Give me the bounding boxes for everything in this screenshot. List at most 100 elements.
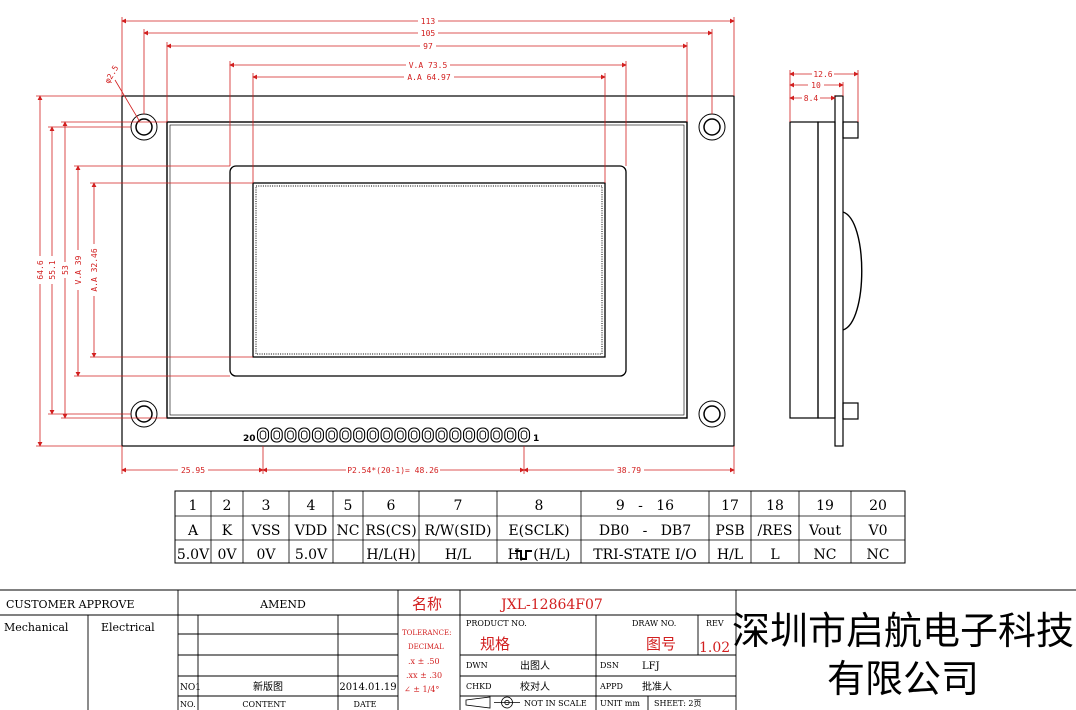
pin-level: 0V bbox=[256, 547, 276, 563]
dim-overall-height: 64.6 bbox=[36, 260, 45, 279]
name-label: 名称 bbox=[412, 595, 442, 613]
mounting-hole-bottom-left bbox=[130, 400, 158, 428]
mounting-hole-top-left bbox=[130, 113, 158, 141]
tolerance-label: TOLERANCE: bbox=[402, 629, 451, 637]
title-block-text: CUSTOMER APPROVE Mechanical Electrical A… bbox=[4, 595, 1074, 709]
dim-pin-pitch: P2.54*(20-1)= 48.26 bbox=[347, 466, 439, 475]
pin bbox=[394, 427, 407, 443]
projection-symbol bbox=[465, 696, 520, 709]
pin-number: 9 - 16 bbox=[616, 498, 674, 514]
pin-name: VDD bbox=[294, 523, 328, 539]
pin bbox=[476, 427, 489, 443]
dim-overall-width: 113 bbox=[421, 17, 436, 26]
pin-level: L bbox=[770, 547, 779, 563]
active-area-dots bbox=[255, 185, 603, 355]
pin-number: 18 bbox=[766, 498, 784, 514]
pin-number: 17 bbox=[721, 498, 739, 514]
pin-level: H, (H/L) bbox=[508, 547, 571, 563]
company-name-line2: 有限公司 bbox=[827, 657, 979, 701]
front-view: 20 1 bbox=[121, 95, 735, 447]
bezel-inner-line bbox=[169, 124, 685, 416]
pin-name: NC bbox=[337, 523, 360, 539]
pin bbox=[339, 427, 352, 443]
pin bbox=[298, 427, 311, 443]
bezel-outline bbox=[166, 121, 688, 419]
dim-va-width: V.A 73.5 bbox=[409, 61, 448, 70]
pin bbox=[380, 427, 393, 443]
pin bbox=[421, 427, 434, 443]
pin-level: NC bbox=[814, 547, 837, 563]
pin-level: 5.0V bbox=[295, 547, 328, 563]
pulse-waveform-icon bbox=[515, 550, 532, 560]
pin bbox=[449, 427, 462, 443]
dim-side-body: 8.4 bbox=[804, 94, 819, 103]
pin-number: 1 bbox=[189, 498, 198, 514]
mounting-hole-top-right bbox=[698, 113, 726, 141]
mechanical-label: Mechanical bbox=[4, 621, 69, 634]
dimension-labels: 113 105 97 V.A 73.5 A.A 64.97 φ2.5 64.6 … bbox=[35, 16, 644, 475]
pin-name: VSS bbox=[250, 523, 280, 539]
dim-hole-pitch-y: 55.1 bbox=[48, 260, 57, 279]
pin-number: 4 bbox=[307, 498, 316, 514]
pin bbox=[463, 427, 476, 443]
drawing-no-value: 图号 bbox=[646, 635, 676, 653]
pin-level: 0V bbox=[217, 547, 237, 563]
appd-label: APPD bbox=[599, 682, 623, 691]
pin-name: A bbox=[187, 523, 199, 539]
not-in-scale-label: NOT IN SCALE bbox=[524, 699, 587, 708]
pin-name: K bbox=[222, 523, 233, 539]
approver-value: 批准人 bbox=[642, 680, 672, 693]
pin bbox=[408, 427, 421, 443]
dim-va-height: V.A 39 bbox=[74, 255, 83, 284]
pin bbox=[256, 427, 270, 443]
pin-header bbox=[256, 427, 531, 443]
dim-hole-diameter: φ2.5 bbox=[103, 64, 121, 85]
pin-number: 20 bbox=[869, 498, 887, 514]
pin-number: 7 bbox=[454, 498, 463, 514]
pin bbox=[325, 427, 338, 443]
customer-approve-label: CUSTOMER APPROVE bbox=[6, 598, 134, 611]
rev-label: REV bbox=[706, 619, 724, 628]
pin bbox=[353, 427, 366, 443]
revision-no: NO1 bbox=[180, 683, 201, 693]
draw-no-label: DRAW NO. bbox=[632, 619, 676, 628]
pin-level: H/L(H) bbox=[366, 547, 415, 563]
pin bbox=[311, 427, 324, 443]
dim-hole-pitch-x: 105 bbox=[421, 29, 436, 38]
content-header: CONTENT bbox=[242, 700, 286, 709]
sheet-label: SHEET: 2页 bbox=[654, 699, 702, 708]
mounting-hole-bottom-right bbox=[698, 400, 726, 428]
pin bbox=[435, 427, 448, 443]
dim-pin1-offset: 25.95 bbox=[181, 466, 205, 475]
tolerance-angle: ∠ ± 1/4° bbox=[404, 685, 439, 694]
dim-side-mid: 10 bbox=[811, 81, 821, 90]
chkd-label: CHKD bbox=[466, 682, 492, 691]
model-number: JXL-12864F07 bbox=[499, 597, 603, 613]
dimensions-horizontal bbox=[114, 17, 735, 474]
pin-number: 19 bbox=[816, 498, 834, 514]
amend-label: AMEND bbox=[259, 598, 306, 611]
pin-assignment-table: 1A5.0V2K0V3VSS0V4VDD5.0V5NC6RS(CS)H/L(H)… bbox=[174, 490, 906, 564]
pin-label-1: 1 bbox=[533, 434, 539, 444]
designer-value: LFJ bbox=[642, 661, 660, 672]
pin-name: V0 bbox=[867, 523, 887, 539]
pin bbox=[284, 427, 297, 443]
viewing-area bbox=[229, 165, 627, 377]
pin-level: H/L bbox=[445, 547, 471, 563]
unit-label: UNIT mm bbox=[600, 699, 640, 708]
title-block bbox=[0, 589, 1076, 710]
dsn-label: DSN bbox=[600, 661, 619, 670]
active-area bbox=[252, 182, 606, 358]
drawer-value: 出图人 bbox=[520, 659, 550, 672]
dwn-label: DWN bbox=[466, 661, 488, 670]
pin-number: 6 bbox=[387, 498, 396, 514]
checker-value: 校对人 bbox=[520, 680, 550, 693]
pin-name: /RES bbox=[757, 523, 792, 539]
pin-number: 3 bbox=[262, 498, 271, 514]
pin-number: 8 bbox=[535, 498, 544, 514]
revision-date: 2014.01.19 bbox=[339, 682, 396, 693]
date-header: DATE bbox=[354, 700, 377, 709]
pin bbox=[270, 427, 283, 443]
pin bbox=[504, 427, 517, 443]
dim-inner-height: 53 bbox=[61, 265, 70, 275]
